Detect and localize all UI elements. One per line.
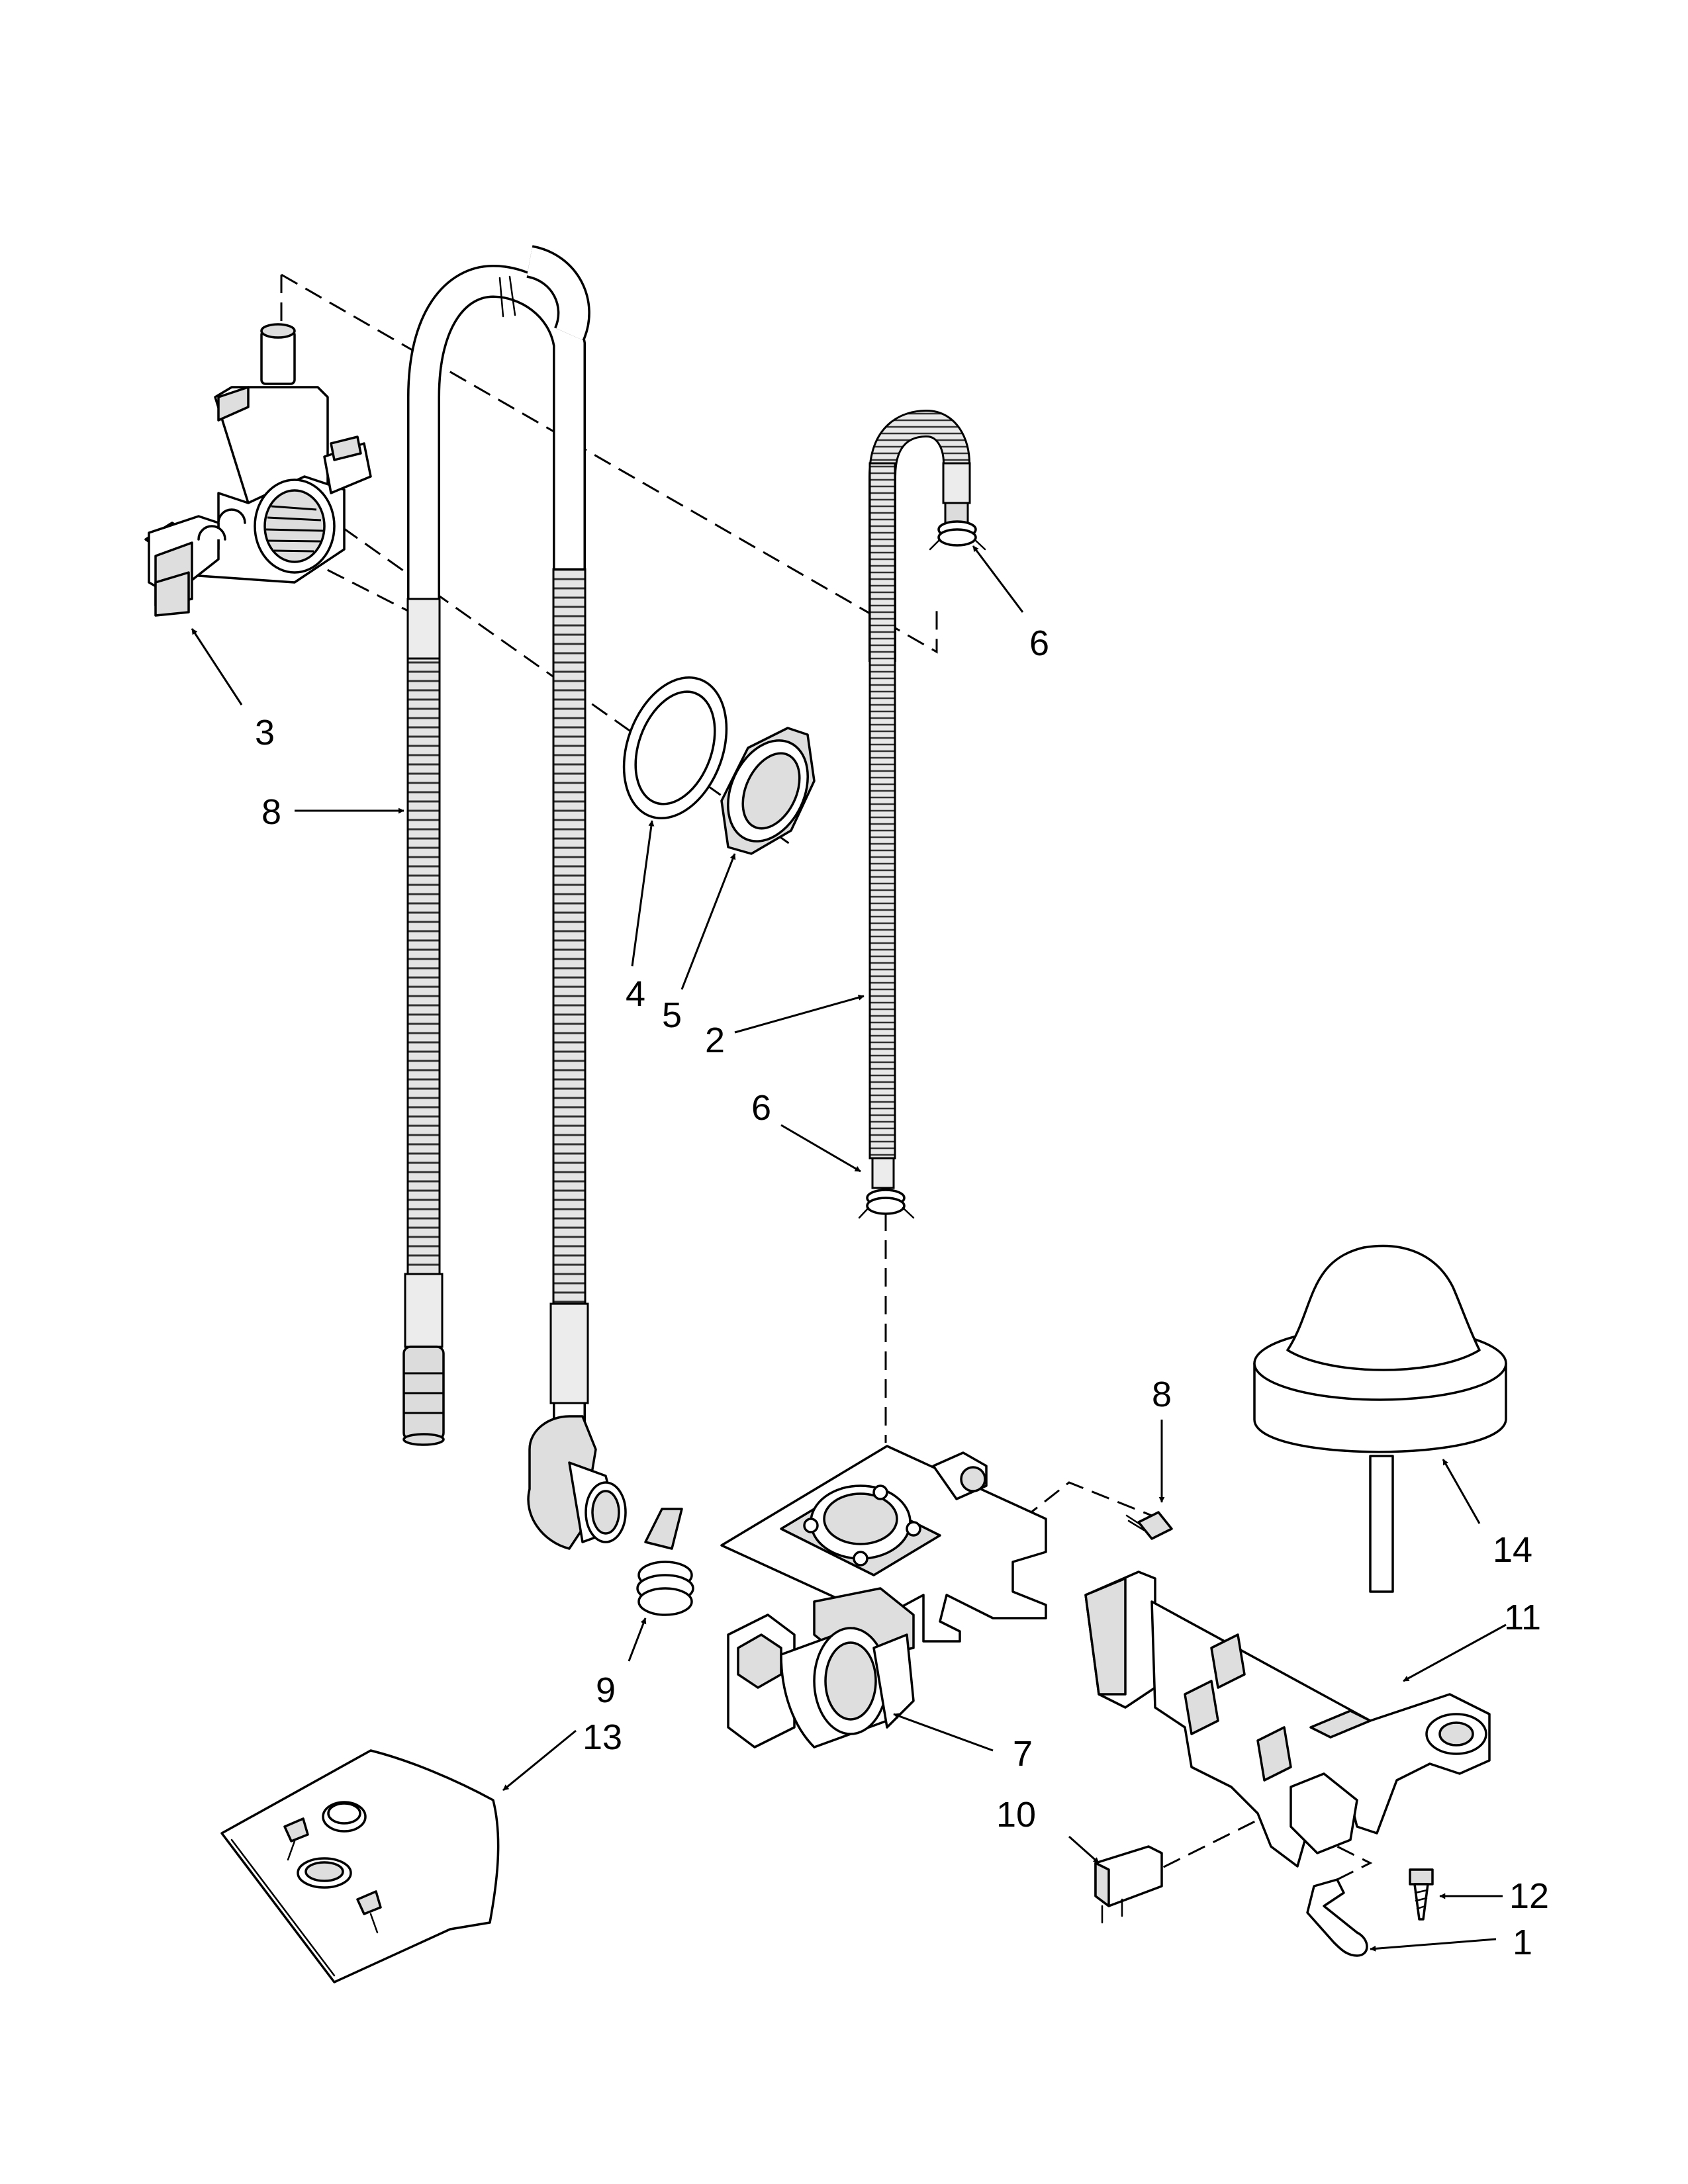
callout-label-6-upper: 6: [1029, 623, 1049, 663]
callout-label-2: 2: [705, 1021, 725, 1060]
callout-label-5: 5: [662, 995, 682, 1035]
callout-label-11: 10: [996, 1795, 1036, 1835]
callout-label-13: 12: [1509, 1876, 1549, 1916]
callout-label-4: 4: [626, 974, 645, 1014]
drain-hose-part-9: [402, 245, 627, 1550]
float-bracket-part-12: [1084, 1570, 1491, 1868]
inlet-hose-part-2: [868, 409, 971, 1189]
screw-part-8: [1125, 1511, 1173, 1540]
clamp-part-6-upper: [929, 520, 986, 551]
callout-label-3: 3: [255, 713, 275, 752]
callout-labels: 3 8 4 5 2 6 6 7 8 9 13 10 11 12 1 14: [255, 623, 1549, 1962]
screw-part-13: [1409, 1868, 1434, 1921]
lever-part-1: [1306, 1878, 1368, 1957]
callout-label-6-lower: 6: [751, 1088, 771, 1128]
spring-clamp-part-10: [636, 1508, 694, 1616]
callout-label-7: 7: [1013, 1734, 1033, 1774]
callout-label-1: 1: [1513, 1923, 1532, 1962]
callout-label-14: 13: [583, 1717, 622, 1757]
hardware-bag-part-14: [220, 1749, 500, 1983]
clamp-part-6-lower: [858, 1189, 915, 1219]
float-part-15: [1253, 1244, 1507, 1593]
callout-leaders: [191, 545, 1507, 1952]
nut-part-5: [720, 727, 816, 855]
callout-label-9: 8: [261, 792, 281, 832]
callout-label-8: 8: [1152, 1375, 1172, 1414]
gasket-part-4: [622, 676, 728, 820]
callout-label-15: 14: [1493, 1530, 1532, 1570]
water-valve-part-7: [720, 1445, 1047, 1749]
callout-label-12: 11: [1504, 1598, 1541, 1637]
callout-label-10: 9: [596, 1670, 616, 1710]
switch-part-11: [1094, 1845, 1163, 1924]
drain-manifold-part-3: [144, 323, 372, 617]
